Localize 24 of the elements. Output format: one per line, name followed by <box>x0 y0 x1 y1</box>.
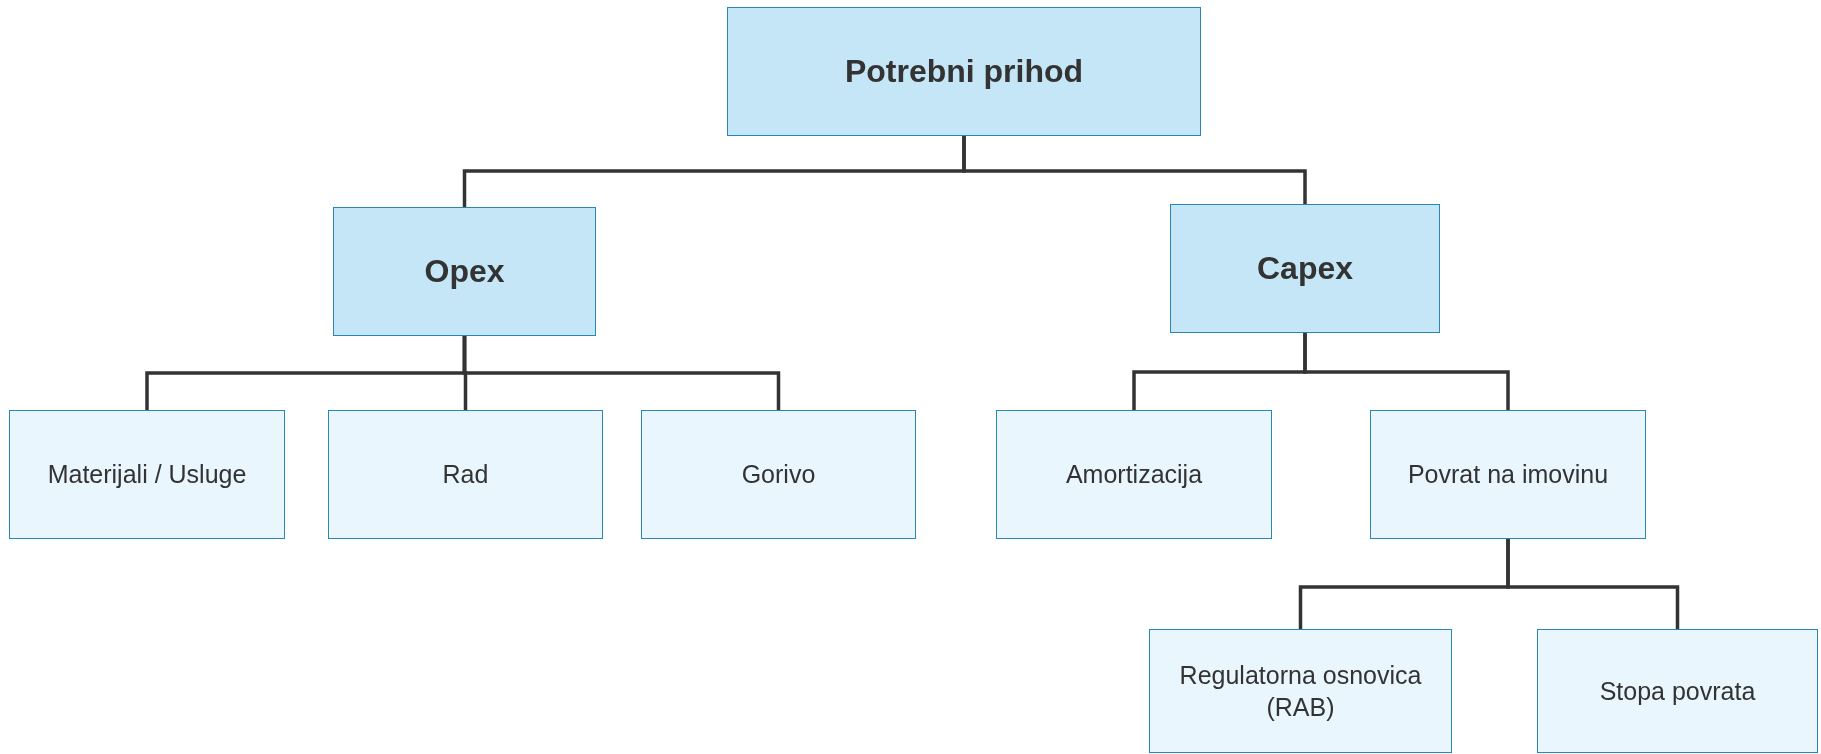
box-label: Povrat na imovinu <box>1406 459 1610 491</box>
connector-line <box>1506 539 1680 629</box>
box-label: Regulatorna osnovica (RAB) <box>1178 659 1423 723</box>
box-label: Capex <box>1255 250 1354 287</box>
box-label: Amortizacija <box>1064 459 1204 491</box>
connector-line <box>462 336 781 410</box>
connector-line <box>962 136 1307 204</box>
box-label: Potrebni prihod <box>843 53 1085 90</box>
item-box <box>996 410 1272 539</box>
item-box <box>641 410 916 539</box>
item-box <box>1149 629 1452 753</box>
category-box <box>333 207 596 336</box>
box-label: Stopa povrata <box>1598 675 1757 707</box>
box-label: Opex <box>423 253 506 290</box>
box-label: Gorivo <box>740 459 817 491</box>
box-label: Materijali / Usluge <box>46 459 248 491</box>
category-box <box>1170 204 1440 333</box>
item-box <box>1537 629 1818 753</box>
connector-line <box>1303 333 1510 410</box>
item-box <box>9 410 285 539</box>
item-box <box>1370 410 1646 539</box>
box-label: Rad <box>441 459 490 491</box>
category-box <box>727 7 1201 136</box>
item-box <box>328 410 603 539</box>
